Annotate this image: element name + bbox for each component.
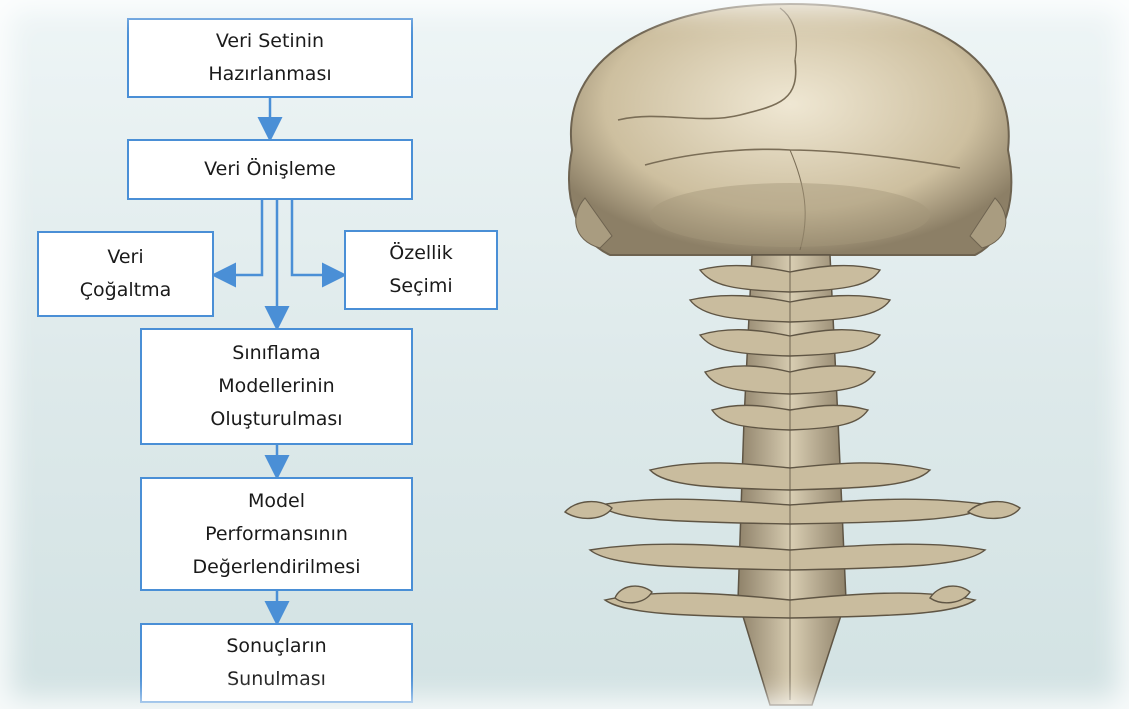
node-siniflama-modellerinin-olusturulmasi: Sınıflama Modellerinin Oluşturulması bbox=[140, 328, 413, 445]
node-veri-onisleme: Veri Önişleme bbox=[127, 139, 413, 200]
arrow-preprocess-to-augment bbox=[216, 200, 262, 275]
node-model-performansinin-degerlendirilmesi: Model Performansının Değerlendirilmesi bbox=[140, 477, 413, 591]
node-veri-cogaltma: Veri Çoğaltma bbox=[37, 231, 214, 317]
node-veri-setinin-hazirlanmasi: Veri Setinin Hazırlanması bbox=[127, 18, 413, 98]
node-ozellik-secimi: Özellik Seçimi bbox=[344, 230, 498, 310]
arrow-preprocess-to-select bbox=[292, 200, 342, 275]
node-sonuclarin-sunulmasi: Sonuçların Sunulması bbox=[140, 623, 413, 703]
